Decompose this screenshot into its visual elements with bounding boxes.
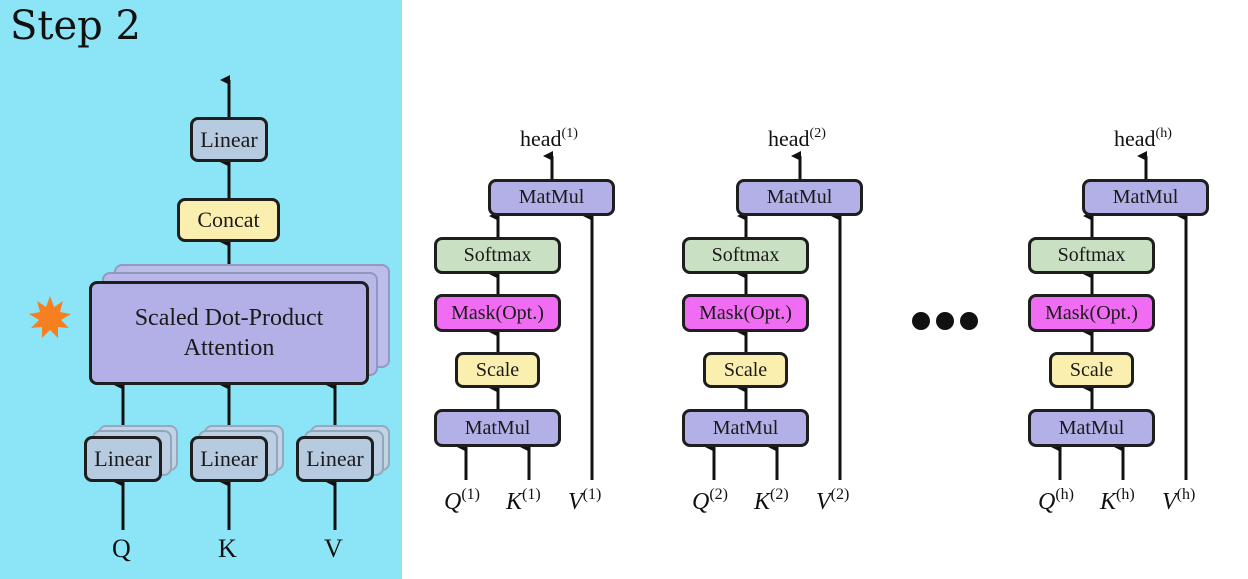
head-1-matmul-bottom: MatMul	[434, 409, 561, 447]
head-2-v-label: V(2)	[816, 486, 849, 516]
head-1-q-label: Q(1)	[444, 486, 480, 516]
head-2-k-label: K(2)	[754, 486, 789, 516]
head-1-output-label-text: head	[520, 126, 562, 151]
head-3-softmax: Softmax	[1028, 237, 1155, 274]
head-1-output-label-index: (1)	[561, 126, 578, 141]
head-1-k-label-index: (1)	[522, 486, 541, 503]
in-linear-v-box: Linear	[296, 436, 374, 482]
head-2-mask: Mask(Opt.)	[682, 294, 809, 332]
head-3-mask: Mask(Opt.)	[1028, 294, 1155, 332]
head-1-k-label: K(1)	[506, 486, 541, 516]
head-3-q-label: Q(h)	[1038, 486, 1074, 516]
head-2-output-label-text: head	[768, 126, 810, 151]
head-2-q-label-text: Q	[692, 489, 710, 515]
head-2-softmax: Softmax	[682, 237, 809, 274]
head-3-scale: Scale	[1049, 352, 1134, 388]
head-2-matmul-bottom: MatMul	[682, 409, 809, 447]
head-3-output-label-text: head	[1114, 126, 1156, 151]
head-1-mask: Mask(Opt.)	[434, 294, 561, 332]
head-3-v-label-index: (h)	[1176, 486, 1196, 503]
head-1-softmax: Softmax	[434, 237, 561, 274]
head-2-output-label-index: (2)	[809, 126, 826, 141]
input-k-label: K	[218, 534, 237, 563]
head-1-matmul-top: MatMul	[488, 179, 615, 216]
head-2-matmul-top: MatMul	[736, 179, 863, 216]
head-1-q-label-text: Q	[444, 489, 462, 515]
input-q-label: Q	[112, 534, 131, 563]
head-2-output-label: head(2)	[768, 126, 826, 152]
in-linear-k-box: Linear	[190, 436, 268, 482]
head-1-v-label: V(1)	[568, 486, 601, 516]
output-linear-box: Linear	[190, 117, 268, 162]
head-2-k-label-index: (2)	[770, 486, 789, 503]
head-3-k-label-index: (h)	[1116, 486, 1135, 503]
head-3-v-label-text: V	[1162, 489, 1177, 515]
head-2-q-label: Q(2)	[692, 486, 728, 516]
ellipsis-icon	[912, 312, 978, 330]
head-2-v-label-text: V	[816, 489, 831, 515]
head-3-k-label: K(h)	[1100, 486, 1135, 516]
head-3-q-label-index: (h)	[1055, 486, 1074, 503]
head-3-k-label-text: K	[1100, 489, 1117, 515]
head-1-q-label-index: (1)	[461, 486, 480, 503]
step-title: Step 2	[10, 3, 141, 49]
attention-label-line2: Attention	[183, 335, 275, 361]
head-2-k-label-text: K	[754, 489, 771, 515]
head-3-output-label: head(h)	[1114, 126, 1172, 152]
attention-label-line1: Scaled Dot-Product	[134, 305, 324, 331]
head-1-k-label-text: K	[506, 489, 523, 515]
head-3-matmul-top: MatMul	[1082, 179, 1209, 216]
head-1-output-label: head(1)	[520, 126, 578, 152]
head-1-v-label-index: (1)	[582, 486, 602, 503]
head-2-v-label-index: (2)	[830, 486, 850, 503]
input-v-label: V	[324, 534, 343, 563]
head-1-scale: Scale	[455, 352, 540, 388]
head-3-v-label: V(h)	[1162, 486, 1195, 516]
concat-box: Concat	[177, 198, 280, 242]
head-3-output-label-index: (h)	[1155, 126, 1172, 141]
head-2-q-label-index: (2)	[709, 486, 728, 503]
head-1-v-label-text: V	[568, 489, 583, 515]
attention-box: Scaled Dot-Product Attention	[89, 281, 369, 385]
head-3-matmul-bottom: MatMul	[1028, 409, 1155, 447]
head-3-q-label-text: Q	[1038, 489, 1056, 515]
star-burst-icon	[29, 296, 71, 338]
head-2-scale: Scale	[703, 352, 788, 388]
in-linear-q-box: Linear	[84, 436, 162, 482]
